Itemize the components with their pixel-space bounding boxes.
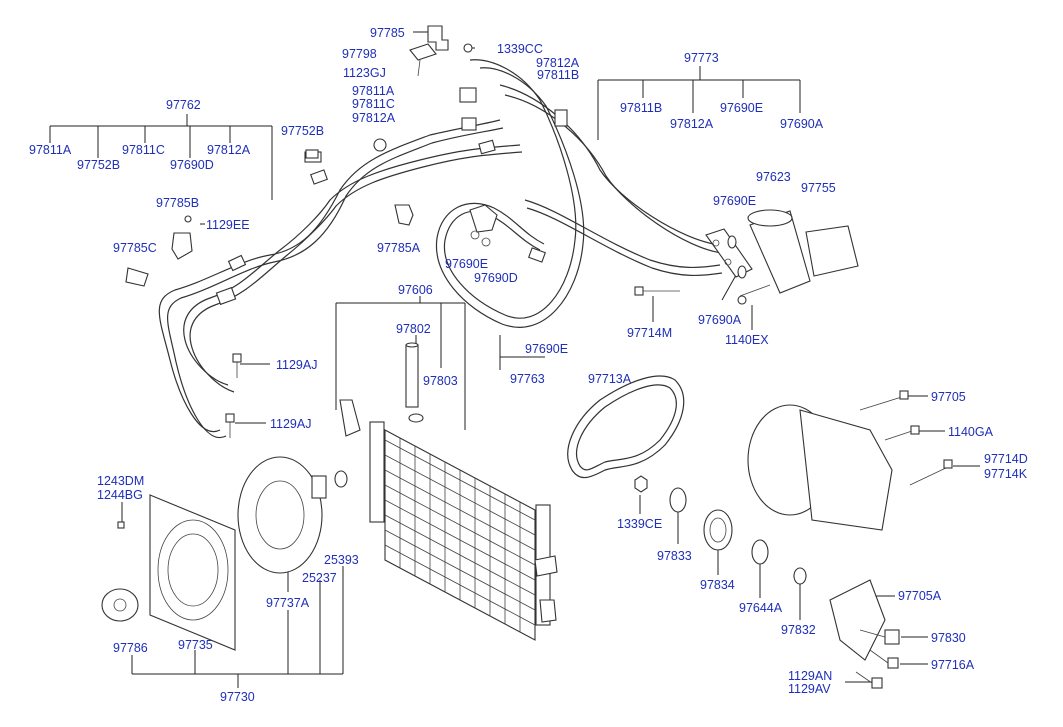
label-97785A[interactable]: 97785A [377, 241, 421, 255]
label-97752B-top[interactable]: 97752B [281, 124, 325, 138]
label-97834[interactable]: 97834 [700, 578, 735, 592]
label-97811A-top[interactable]: 97811A [352, 84, 395, 98]
drier-element [405, 342, 424, 423]
fan-assembly [101, 456, 348, 651]
label-97762[interactable]: 97762 [166, 98, 201, 112]
label-97812A-top[interactable]: 97812A [536, 56, 580, 70]
label-97812A-left[interactable]: 97812A [207, 143, 251, 157]
label-97690A-right[interactable]: 97690A [780, 117, 824, 131]
label-97606[interactable]: 97606 [398, 283, 433, 297]
label-1140GA[interactable]: 1140GA [948, 425, 993, 439]
label-97798[interactable]: 97798 [342, 47, 377, 61]
label-25237[interactable]: 25237 [302, 571, 337, 585]
label-97735[interactable]: 97735 [178, 638, 213, 652]
drive-belt [567, 375, 685, 479]
label-97811C-left[interactable]: 97811C [122, 143, 165, 157]
label-97785[interactable]: 97785 [370, 26, 405, 40]
label-97811C-top[interactable]: 97811C [352, 97, 395, 111]
label-97714D[interactable]: 97714D [984, 452, 1028, 466]
label-97690D[interactable]: 97690D [170, 158, 214, 172]
label-1129AV[interactable]: 1129AV [788, 682, 831, 696]
label-1243DM[interactable]: 1243DM [97, 474, 145, 488]
label-97690E-mid[interactable]: 97690E [445, 257, 489, 271]
label-97832[interactable]: 97832 [781, 623, 816, 637]
label-97812A-mid[interactable]: 97812A [352, 111, 396, 125]
label-97690E-right[interactable]: 97690E [720, 101, 764, 115]
label-97755[interactable]: 97755 [801, 181, 836, 195]
expansion-valve-and-drier [705, 209, 859, 305]
label-97802[interactable]: 97802 [396, 322, 431, 336]
label-97737A[interactable]: 97737A [266, 596, 310, 610]
label-1129AJ-2[interactable]: 1129AJ [270, 417, 312, 431]
label-97705[interactable]: 97705 [931, 390, 966, 404]
label-97830[interactable]: 97830 [931, 631, 966, 645]
label-97690E-low[interactable]: 97690E [525, 342, 569, 356]
label-97833[interactable]: 97833 [657, 549, 692, 563]
label-1129EE[interactable]: 1129EE [206, 218, 250, 232]
clips-and-brackets [125, 25, 473, 287]
label-97714K[interactable]: 97714K [984, 467, 1028, 481]
label-1339CC[interactable]: 1339CC [497, 42, 543, 56]
clutch-parts [634, 475, 807, 585]
label-97690E-r2[interactable]: 97690E [713, 194, 757, 208]
label-97763[interactable]: 97763 [510, 372, 545, 386]
label-1129AN[interactable]: 1129AN [788, 669, 833, 683]
label-97752B-left[interactable]: 97752B [77, 158, 121, 172]
label-1339CE[interactable]: 1339CE [617, 517, 663, 531]
label-97786[interactable]: 97786 [113, 641, 148, 655]
refrigerant-hoses [158, 59, 723, 439]
label-97812A-right[interactable]: 97812A [670, 117, 714, 131]
label-97690A-mid[interactable]: 97690A [698, 313, 742, 327]
label-97716A[interactable]: 97716A [931, 658, 975, 672]
label-97785B[interactable]: 97785B [156, 196, 200, 210]
leader-lines [49, 31, 980, 688]
label-1129AJ-1[interactable]: 1129AJ [276, 358, 318, 372]
label-97690D-mid[interactable]: 97690D [474, 271, 518, 285]
condenser [339, 399, 558, 641]
label-1123GJ[interactable]: 1123GJ [343, 66, 386, 80]
label-97803[interactable]: 97803 [423, 374, 458, 388]
label-97811A-left[interactable]: 97811A [29, 143, 72, 157]
label-97705A[interactable]: 97705A [898, 589, 942, 603]
label-97714M[interactable]: 97714M [627, 326, 673, 340]
label-97730[interactable]: 97730 [220, 690, 255, 704]
label-1244BG[interactable]: 1244BG [97, 488, 143, 502]
label-25393[interactable]: 25393 [324, 553, 359, 567]
compressor [747, 390, 953, 531]
compressor-bracket [829, 579, 900, 689]
label-1140EX[interactable]: 1140EX [725, 333, 769, 347]
bolts [225, 149, 680, 438]
label-97785C[interactable]: 97785C [113, 241, 157, 255]
label-97811B-right[interactable]: 97811B [620, 101, 663, 115]
label-97623[interactable]: 97623 [756, 170, 791, 184]
label-97811B-top[interactable]: 97811B [537, 68, 580, 82]
label-97644A[interactable]: 97644A [739, 601, 783, 615]
hose-fittings [215, 87, 568, 306]
label-97773[interactable]: 97773 [684, 51, 719, 65]
label-97713A[interactable]: 97713A [588, 372, 632, 386]
